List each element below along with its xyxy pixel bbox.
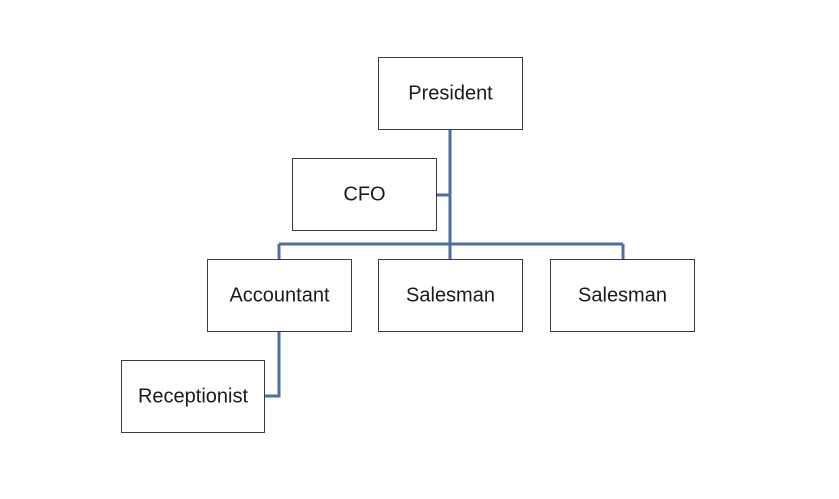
- node-box-accountant: [207, 259, 352, 332]
- node-label-cfo: CFO: [343, 184, 385, 206]
- node-cfo: CFO: [292, 158, 437, 231]
- node-box-receptionist: [121, 360, 265, 433]
- node-president: President: [378, 57, 523, 130]
- node-box-salesman-2: [550, 259, 695, 332]
- node-box-president: [378, 57, 523, 130]
- node-label-accountant: Accountant: [229, 285, 330, 307]
- node-accountant: Accountant: [207, 259, 352, 332]
- node-box-cfo: [292, 158, 437, 231]
- node-salesman-1: Salesman: [378, 259, 523, 332]
- node-label-receptionist: Receptionist: [138, 386, 249, 408]
- node-label-salesman-2: Salesman: [578, 285, 667, 307]
- node-label-president: President: [408, 83, 493, 105]
- node-label-salesman-1: Salesman: [406, 285, 495, 307]
- connector-lines: [264, 130, 625, 398]
- node-box-salesman-1: [378, 259, 523, 332]
- node-salesman-2: Salesman: [550, 259, 695, 332]
- node-receptionist: Receptionist: [121, 360, 265, 433]
- connector-accountant-receptionist: [264, 331, 281, 398]
